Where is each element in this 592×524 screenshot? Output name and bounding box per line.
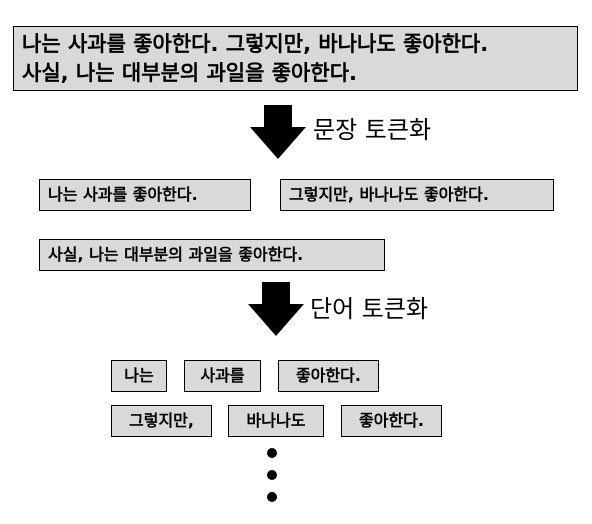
sentence-box: 나는 사과를 좋아한다.: [39, 179, 251, 211]
sentence-box: 그렇지만, 바나나도 좋아한다.: [280, 179, 554, 211]
source-text-box: 나는 사과를 좋아한다. 그렇지만, 바나나도 좋아한다. 사실, 나는 대부분…: [13, 26, 578, 91]
token-box: 바나나도: [228, 405, 324, 437]
sentence-box: 사실, 나는 대부분의 과일을 좋아한다.: [39, 239, 385, 271]
token-box: 좋아한다.: [278, 360, 379, 392]
token-box: 좋아한다.: [341, 405, 442, 437]
word-tokenization-label: 단어 토큰화: [310, 295, 429, 323]
down-arrow-icon: [250, 105, 306, 159]
token-box: 사과를: [184, 360, 261, 392]
source-text-line-2: 사실, 나는 대부분의 과일을 좋아한다.: [22, 61, 357, 85]
token-box: 나는: [111, 360, 167, 392]
ellipsis-dot-icon: [267, 492, 277, 502]
token-box: 그렇지만,: [111, 405, 212, 437]
down-arrow-icon: [248, 282, 304, 336]
source-text-line-1: 나는 사과를 좋아한다. 그렇지만, 바나나도 좋아한다.: [22, 32, 489, 56]
ellipsis-dot-icon: [267, 470, 277, 480]
ellipsis-dot-icon: [267, 448, 277, 458]
sentence-tokenization-label: 문장 토큰화: [313, 116, 432, 144]
